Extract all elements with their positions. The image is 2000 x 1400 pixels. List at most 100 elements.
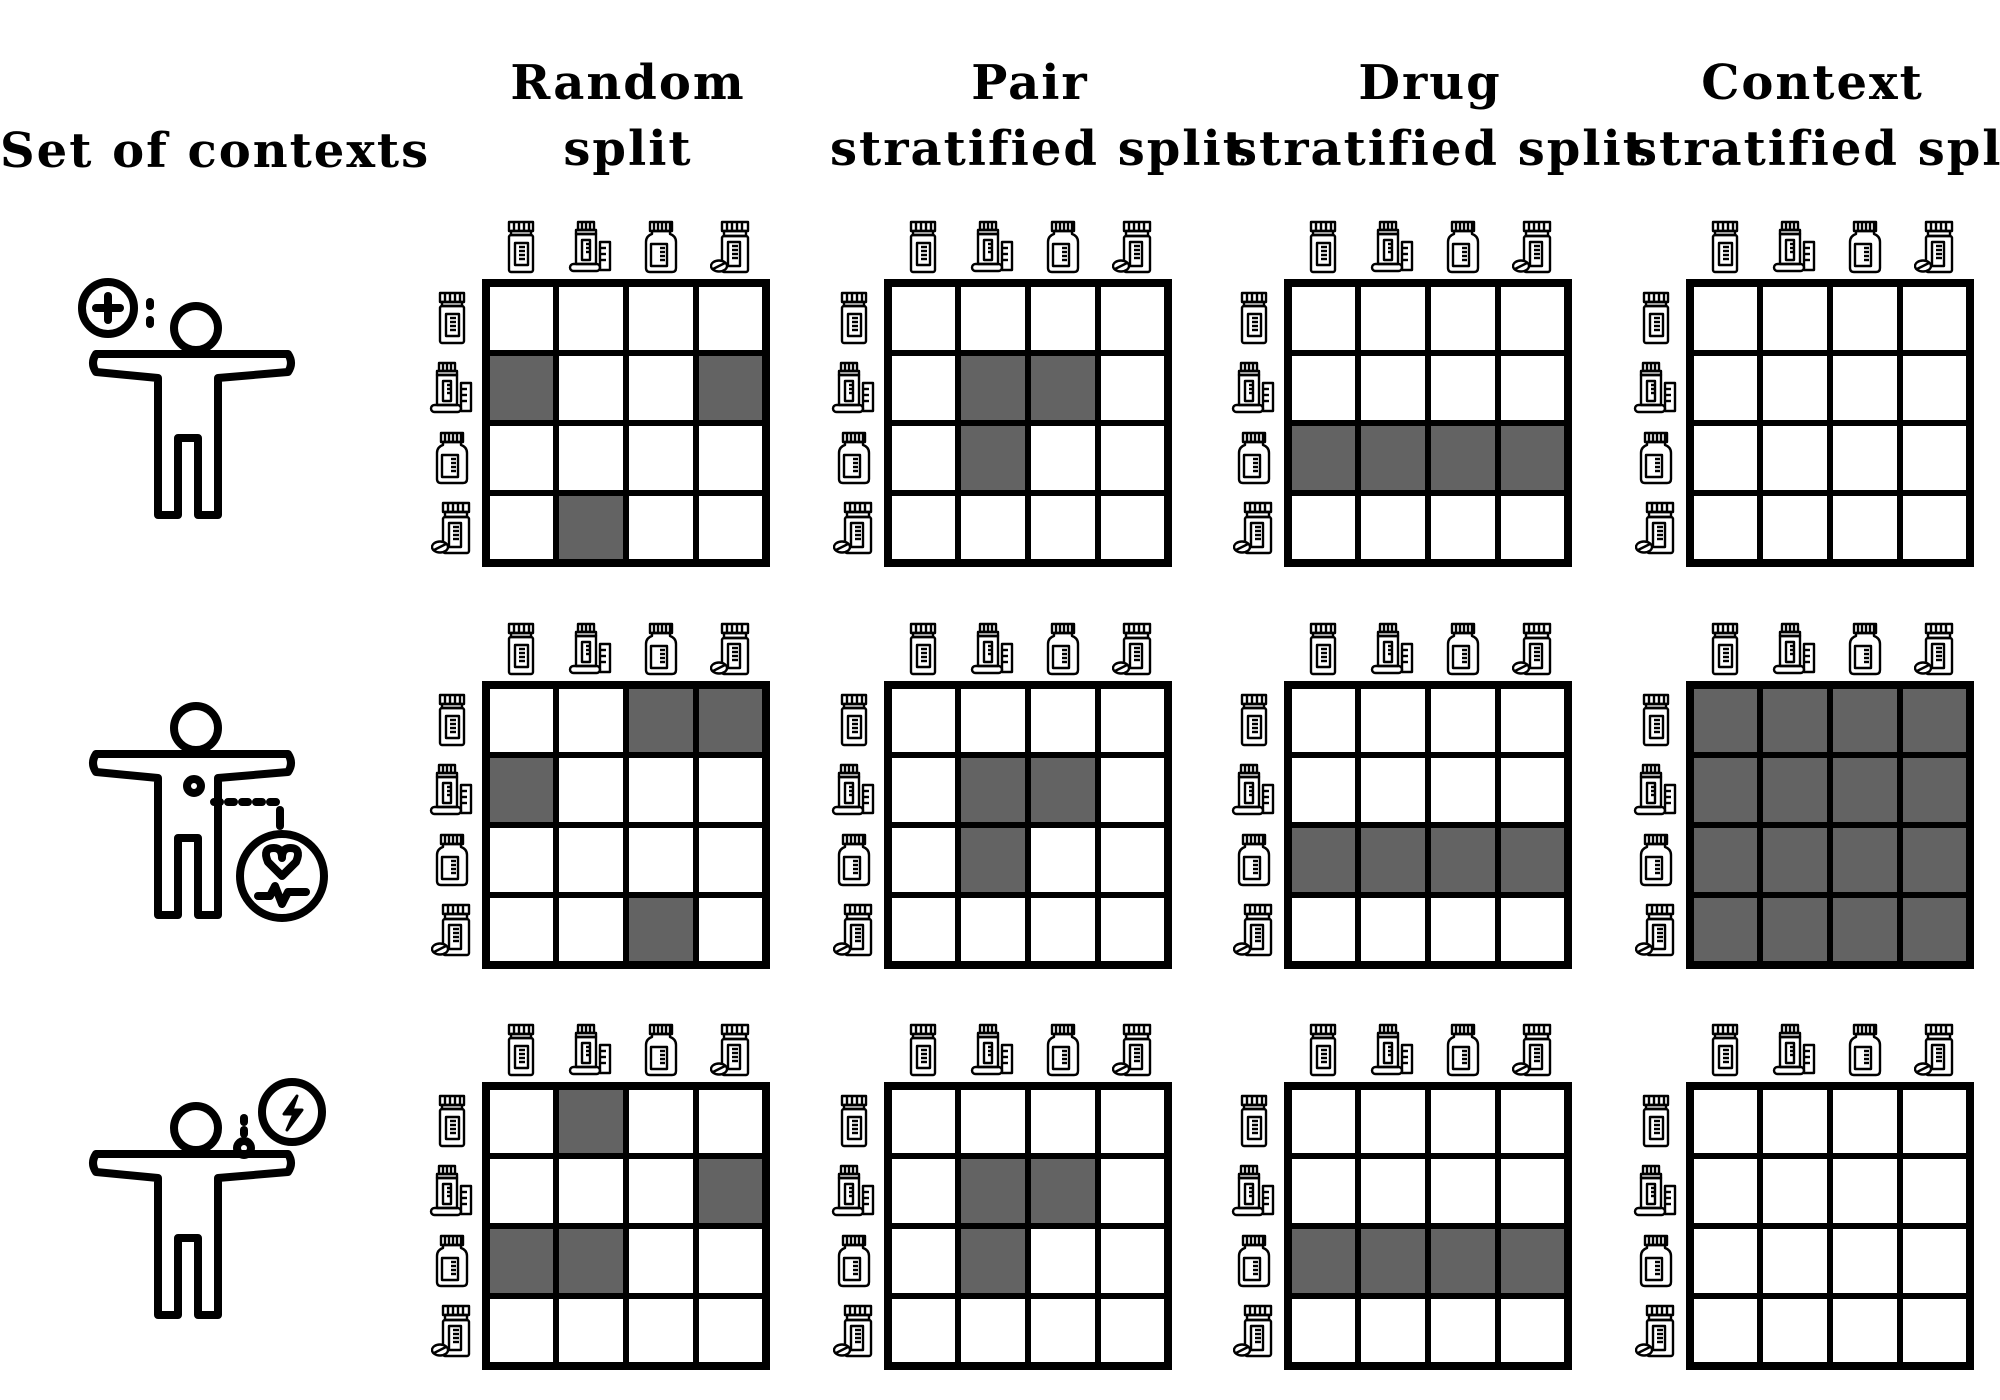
grid-cell [885, 490, 961, 566]
grid-cell-held-out [955, 420, 1031, 496]
grid-cell [693, 1083, 769, 1159]
grid-cell [1425, 752, 1501, 828]
row-bottle-tablet-icon [1233, 1304, 1273, 1358]
grid-cell [1025, 420, 1101, 496]
grid-cell [1687, 420, 1763, 496]
grid-border [1686, 279, 1974, 567]
column-bottle-syringe-icon [1772, 220, 1816, 273]
row-pill-bottle-icon [840, 1094, 868, 1148]
grid-cell-held-out [1355, 1223, 1431, 1299]
row-bottle-tablet-icon [833, 501, 873, 555]
grid-cell [1355, 752, 1431, 828]
grid-cell [1355, 350, 1431, 426]
person-lightning-icon [89, 1078, 326, 1319]
column-header-context: Context stratified split [1630, 50, 2000, 182]
grid-cell [885, 420, 961, 496]
grid-cell [1285, 490, 1361, 566]
grid-cell [1757, 1083, 1833, 1159]
grid-cell [1425, 682, 1501, 758]
grid-cell [1757, 420, 1833, 496]
grid-cell-held-out [1495, 420, 1571, 496]
grid-cell [1355, 1083, 1431, 1159]
grid-cell [1687, 350, 1763, 426]
column-bottle-tablet-icon [1512, 1023, 1552, 1077]
grid-cell-held-out [955, 1223, 1031, 1299]
column-bottle-syringe-icon [1772, 622, 1816, 675]
column-bottle-tablet-icon [1914, 220, 1954, 274]
grid-cell [1095, 280, 1171, 356]
grid-cell [483, 892, 559, 968]
row-bottle-tablet-icon [1635, 501, 1675, 555]
grid-cell [885, 1153, 961, 1229]
column-bottle-syringe-icon [1370, 622, 1414, 675]
row-bottle-syringe-icon [429, 763, 473, 816]
row-pill-bottle-icon [1240, 291, 1268, 345]
grid-cell [1757, 280, 1833, 356]
row-bottle-syringe-icon [429, 361, 473, 414]
column-bottle-tablet-icon [710, 622, 750, 676]
column-bottle-syringe-icon [970, 622, 1014, 675]
grid-cell [1095, 1223, 1171, 1299]
row-pill-bottle-icon [840, 693, 868, 747]
grid-border [1284, 279, 1572, 567]
grid-cell [553, 892, 629, 968]
grid-cell-held-out [623, 892, 699, 968]
column-bottle-syringe-icon [1370, 1023, 1414, 1076]
column-header-line1: Random [510, 55, 746, 111]
column-bottle-tablet-icon [1112, 622, 1152, 676]
grid-cell [483, 280, 559, 356]
grid-cell-held-out [1897, 682, 1973, 758]
grid-cell [623, 822, 699, 898]
column-jar-icon [644, 622, 678, 676]
grid-cell [623, 752, 699, 828]
grid-border [1686, 681, 1974, 969]
grid-cell [483, 1083, 559, 1159]
grid-cell [1757, 1223, 1833, 1299]
grid-cell [1095, 682, 1171, 758]
row-jar-icon [435, 833, 469, 887]
column-bottle-tablet-icon [1512, 622, 1552, 676]
row-bottle-tablet-icon [833, 903, 873, 957]
grid-cell [1757, 1153, 1833, 1229]
grid-border [1686, 1082, 1974, 1370]
grid-cell-held-out [1757, 752, 1833, 828]
column-pill-bottle-icon [507, 220, 535, 274]
grid-cell [1025, 280, 1101, 356]
grid-cell [1495, 490, 1571, 566]
column-pill-bottle-icon [507, 1023, 535, 1077]
grid-cell [1495, 682, 1571, 758]
column-pill-bottle-icon [909, 220, 937, 274]
column-pill-bottle-icon [1711, 1023, 1739, 1077]
column-pill-bottle-icon [1309, 220, 1337, 274]
grid-drug-context-1 [1231, 220, 1572, 567]
grid-cell [1827, 1083, 1903, 1159]
grid-cell [1095, 1293, 1171, 1369]
row-bottle-syringe-icon [831, 361, 875, 414]
row-pill-bottle-icon [1642, 1094, 1670, 1148]
grid-cell [1095, 822, 1171, 898]
grid-cell-held-out [1495, 822, 1571, 898]
grid-cell [1897, 280, 1973, 356]
grid-cell [1425, 280, 1501, 356]
column-pill-bottle-icon [507, 622, 535, 676]
grid-cell [553, 682, 629, 758]
column-pill-bottle-icon [1711, 622, 1739, 676]
grid-cell [1025, 892, 1101, 968]
grid-cell [483, 420, 559, 496]
column-jar-icon [1046, 622, 1080, 676]
grid-cell [1827, 350, 1903, 426]
grid-cell [1425, 1083, 1501, 1159]
grid-cell [623, 1083, 699, 1159]
grid-cell-held-out [693, 682, 769, 758]
grid-cell-held-out [955, 822, 1031, 898]
grid-cell [553, 822, 629, 898]
grid-cell-held-out [955, 350, 1031, 426]
grid-cell-held-out [1425, 822, 1501, 898]
grid-cell [693, 420, 769, 496]
grid-context-context-1 [1633, 220, 1974, 567]
grid-cell [693, 1223, 769, 1299]
grid-cell [1285, 1083, 1361, 1159]
row-jar-icon [1639, 1234, 1673, 1288]
grid-cell [1495, 1293, 1571, 1369]
grid-border [1284, 681, 1572, 969]
